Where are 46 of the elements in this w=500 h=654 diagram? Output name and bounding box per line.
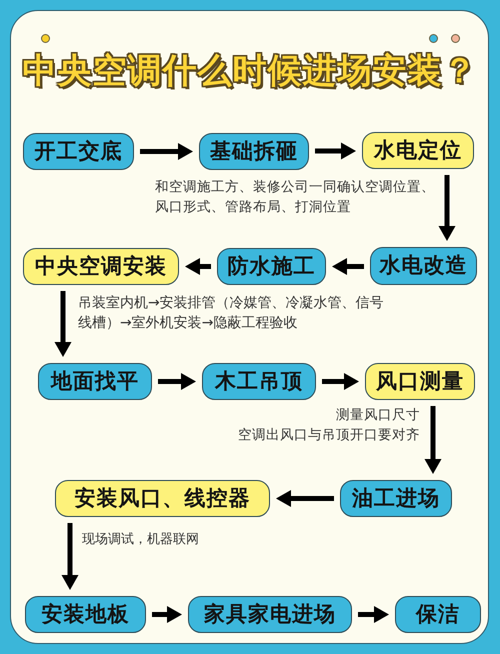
process-box	[370, 247, 477, 285]
step-label: 保洁	[416, 602, 460, 628]
title: 中央空调什么时候进场安装？	[22, 50, 478, 92]
edge-label: 现场调试，机器联网	[82, 531, 200, 549]
step-label: 开工交底	[34, 138, 122, 164]
arrow	[54, 291, 72, 357]
arrow	[62, 523, 78, 590]
process-box	[395, 596, 481, 633]
process-box	[217, 248, 326, 285]
edge-label: 测量风口尺寸空调出风口与吊顶开口要对齐	[238, 406, 420, 445]
process-box	[23, 133, 134, 170]
process-box	[188, 596, 352, 633]
process-box	[340, 480, 452, 517]
step-label: 安装风口、线控器	[74, 486, 250, 512]
arrow	[140, 143, 193, 160]
step-label: 水电改造	[380, 253, 468, 279]
step-label: 地面找平	[51, 368, 139, 394]
arrow	[158, 373, 196, 390]
edge-label: 吊装室内机→安装排管（冷媒管、冷凝水管、信号线槽）→室外机安装→隐蔽工程验收	[78, 294, 385, 334]
process-box	[365, 363, 475, 400]
process-box	[38, 363, 152, 400]
step-label: 水电定位	[374, 138, 462, 164]
step-label: 中央空调安装	[35, 254, 167, 280]
step-label: 风口测量	[376, 368, 464, 394]
step-label: 木工吊顶	[215, 368, 303, 394]
arrow	[315, 142, 356, 160]
arrow	[438, 175, 456, 241]
arrow	[185, 258, 211, 275]
process-box	[199, 133, 309, 170]
process-box	[202, 363, 316, 400]
step-label: 油工进场	[352, 486, 440, 512]
step-label: 安装地板	[42, 602, 130, 628]
step-label: 基础拆砸	[210, 138, 298, 164]
arrow	[322, 373, 359, 390]
process-box	[362, 132, 474, 169]
process-box	[23, 248, 179, 285]
edge-label: 和空调施工方、装修公司一同确认空调位置、风口形式、管路布局、打洞位置	[155, 178, 436, 217]
arrow	[424, 406, 442, 474]
arrow	[276, 490, 334, 507]
process-box	[25, 596, 146, 633]
arrow	[358, 606, 389, 623]
arrow	[152, 606, 182, 623]
process-box	[55, 480, 270, 517]
step-label: 家具家电进场	[204, 602, 336, 628]
arrow	[332, 258, 364, 275]
step-label: 防水施工	[228, 254, 316, 280]
